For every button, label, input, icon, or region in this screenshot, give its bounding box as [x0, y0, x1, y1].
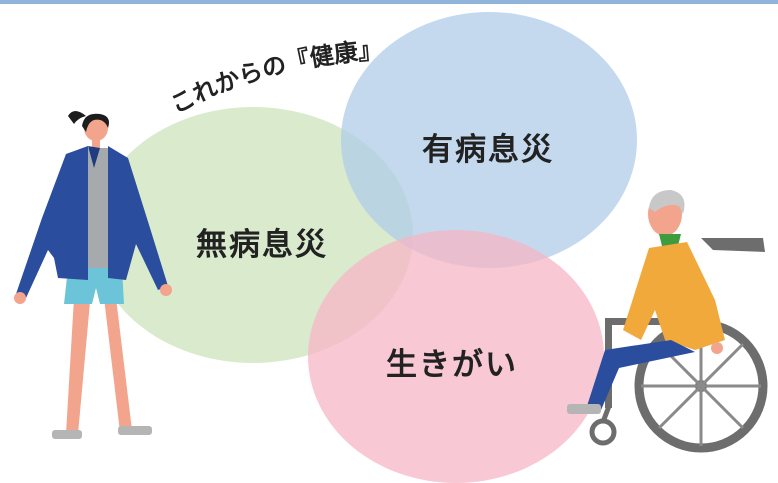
walking-woman-icon	[14, 111, 172, 439]
svg-text:これからの『健康』: これからの『健康』	[168, 36, 383, 119]
label-ikigai: 生きがい	[386, 347, 518, 383]
header-arc-text: これからの『健康』	[168, 36, 383, 119]
top-accent-bar	[0, 0, 778, 4]
label-mubyo-sokusai: 無病息災	[196, 227, 328, 263]
circle-ikigai	[308, 230, 604, 483]
elderly-man-in-wheelchair-icon	[567, 190, 768, 453]
label-yubyo-sokusai: 有病息災	[422, 132, 554, 168]
circle-yubyo-sokusai	[341, 12, 637, 268]
header-text: これからの『健康』	[168, 36, 383, 119]
